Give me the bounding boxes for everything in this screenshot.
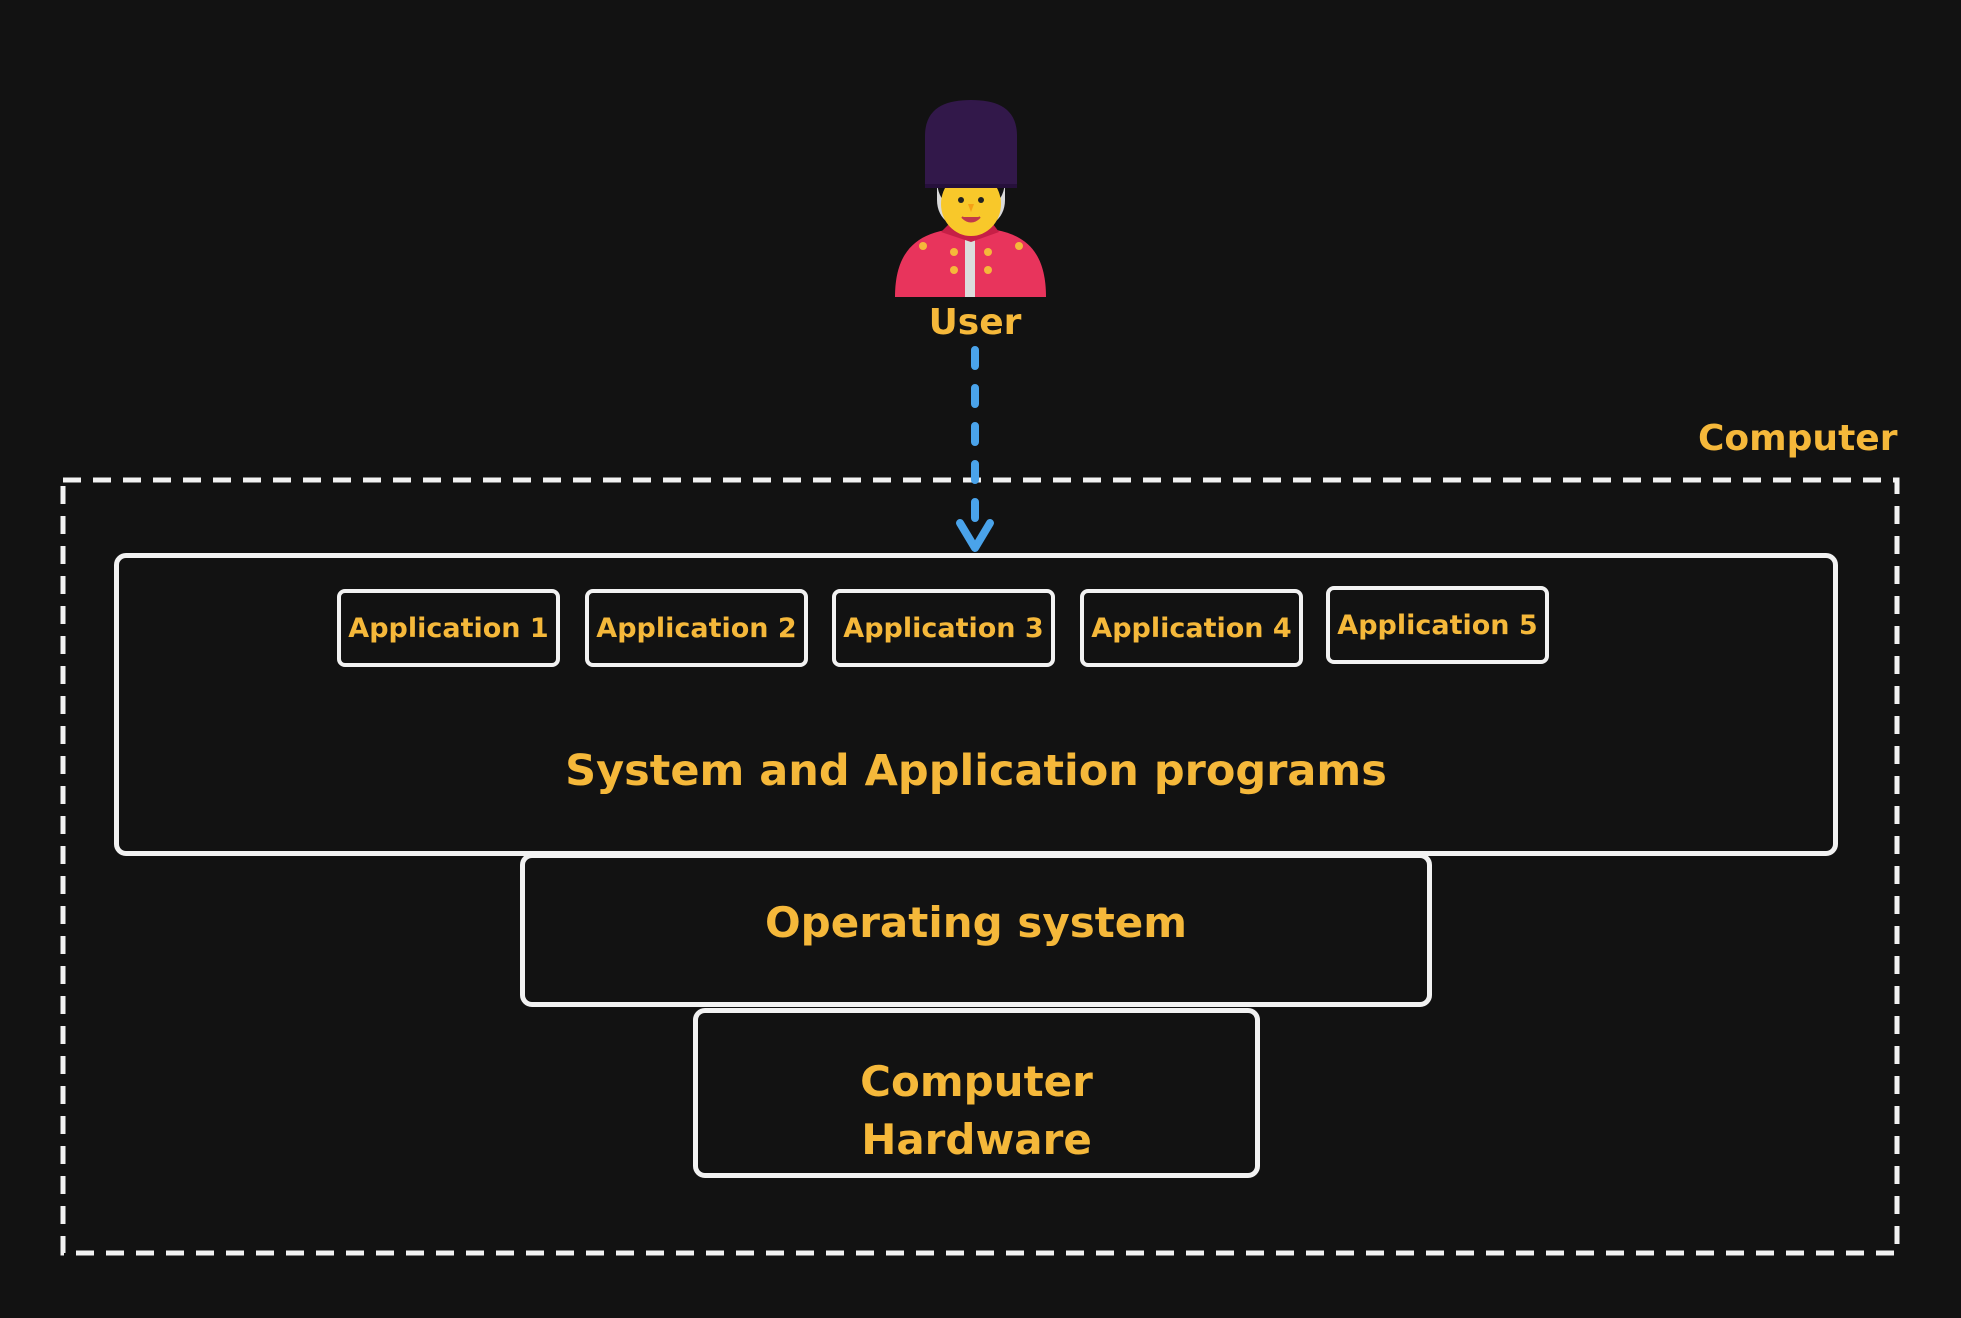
- computer-boundary: [60, 477, 1900, 1256]
- operating-system-label: Operating system: [764, 898, 1188, 947]
- application-2-box: Application 2: [585, 589, 808, 667]
- royal-guard-icon: [895, 100, 1046, 297]
- computer-hardware-layer: Computer Hardware: [693, 1008, 1260, 1178]
- user-label: User: [928, 302, 1022, 343]
- system-programs-label: System and Application programs: [565, 746, 1387, 796]
- computer-label: Computer: [1698, 418, 1898, 459]
- application-4-box: Application 4: [1080, 589, 1303, 667]
- arrow-head: [956, 519, 994, 552]
- hardware-label-line2: Hardware: [861, 1115, 1092, 1164]
- application-1-box: Application 1: [337, 589, 560, 667]
- application-3-box: Application 3: [832, 589, 1055, 667]
- operating-system-layer: Operating system: [520, 853, 1432, 1007]
- hardware-label-line1: Computer: [860, 1057, 1093, 1106]
- application-5-box: Application 5: [1326, 586, 1549, 664]
